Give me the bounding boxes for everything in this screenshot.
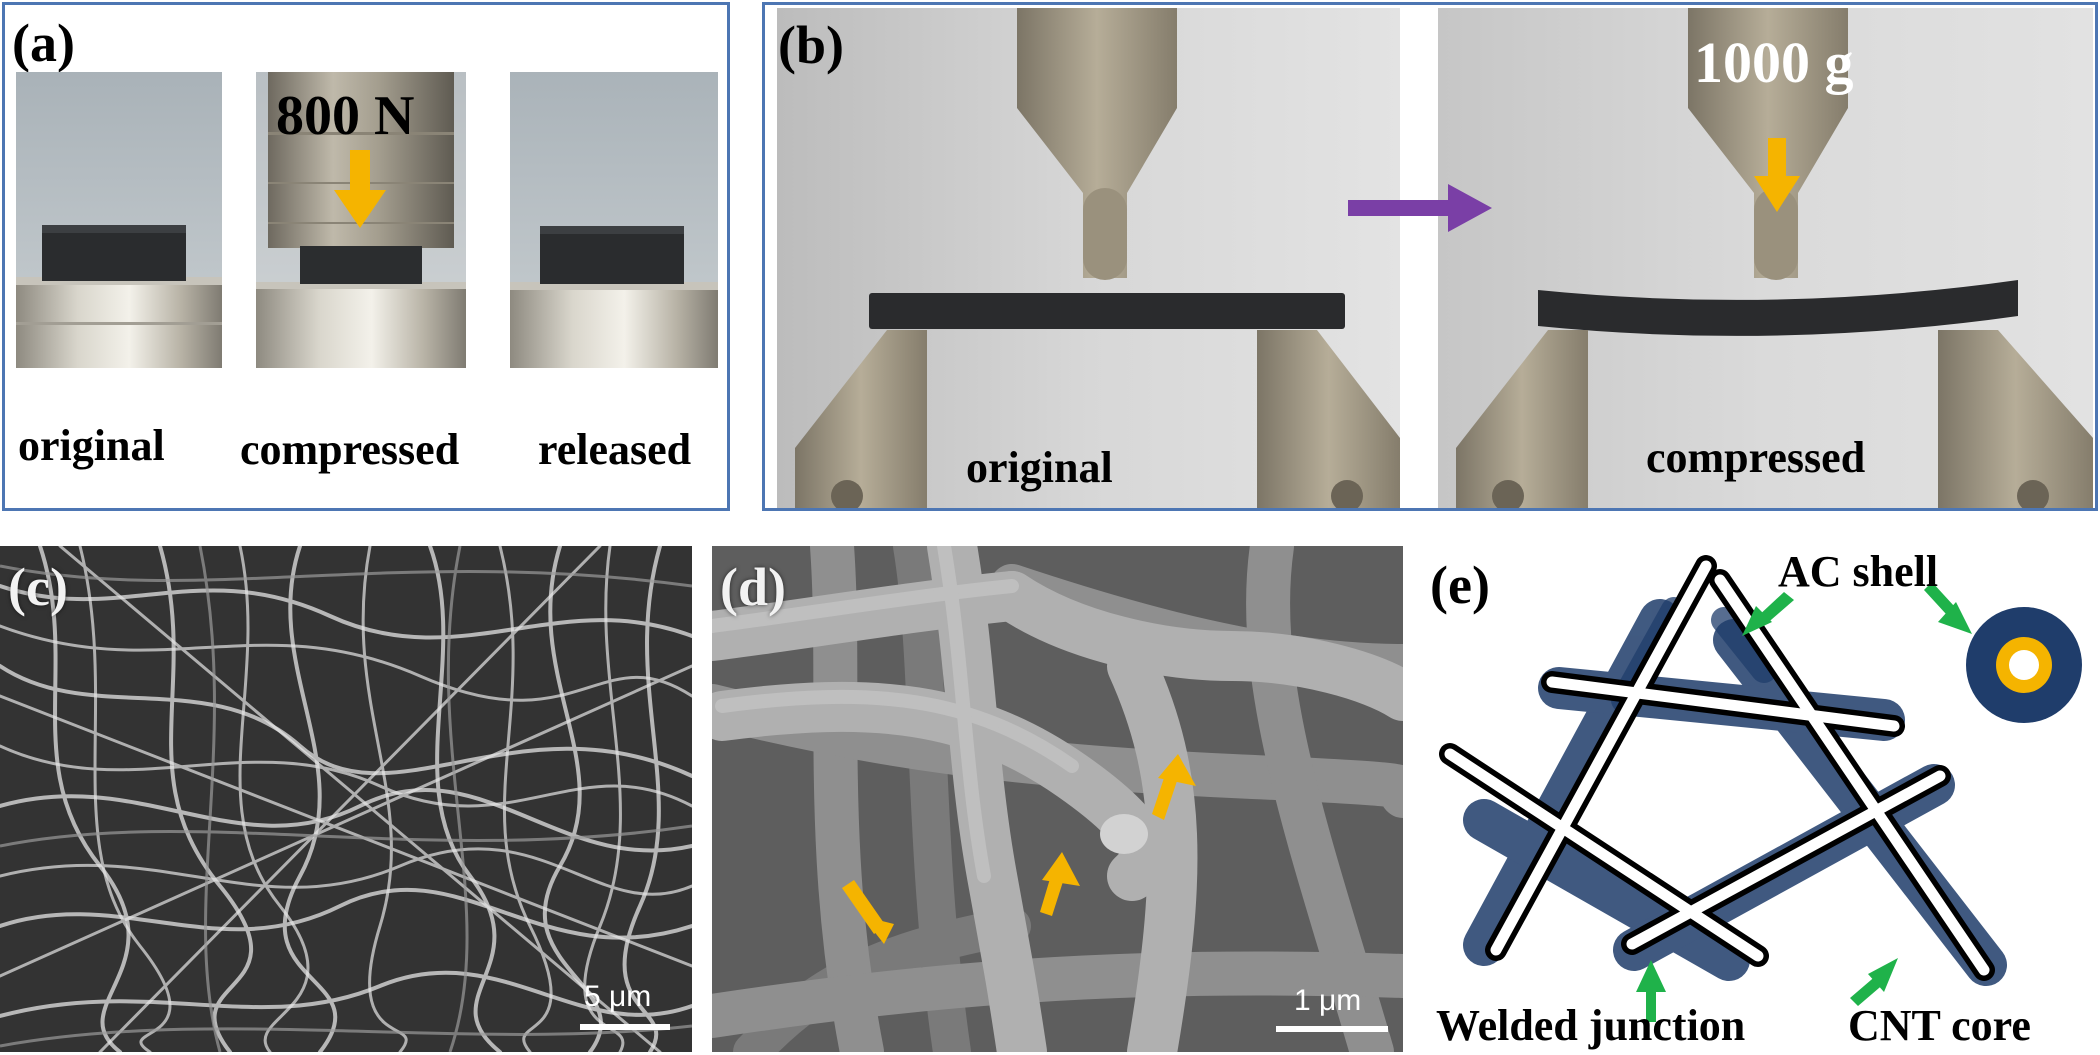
panel-a-photo-compressed — [256, 72, 466, 368]
panel-b-caption-original: original — [966, 443, 1113, 492]
panel-b-load-arrow — [1754, 138, 1800, 212]
panel-a-caption-released: released — [538, 425, 692, 474]
panel-a-photo-released — [510, 72, 718, 368]
panel-e-ac-shell-label: AC shell — [1778, 547, 1939, 596]
panel-a-label: (a) — [12, 13, 75, 73]
panel-e-cnt-core-label: CNT core — [1848, 1001, 2031, 1050]
panel-b-caption-compressed: compressed — [1646, 433, 1866, 482]
panel-a-caption-compressed: compressed — [240, 425, 460, 474]
panel-c-label: (c) — [8, 557, 68, 617]
panel-c-scale-bar — [580, 1024, 670, 1030]
panel-e-label: (e) — [1430, 555, 1490, 615]
cnt-cross-section — [1966, 607, 2082, 723]
panel-b-transition-arrow — [1348, 184, 1492, 232]
panel-d-sem-image — [712, 546, 1403, 1052]
panel-a-caption-original: original — [18, 421, 165, 470]
panel-b-load-label: 1000 g — [1694, 30, 1854, 95]
panel-b-photo-original — [777, 8, 1400, 508]
panel-d-scale-bar — [1276, 1026, 1388, 1032]
panel-d-label: (d) — [720, 557, 786, 617]
panel-a-load-label: 800 N — [276, 85, 415, 147]
panel-e-welded-junction-label: Welded junction — [1436, 1001, 1746, 1050]
panel-a-load-arrow — [334, 150, 386, 228]
panel-c-scale-label: 5 μm — [584, 980, 652, 1013]
panel-c-sem-image — [0, 546, 692, 1052]
panel-b-label: (b) — [778, 15, 844, 75]
panel-e-schematic — [1439, 555, 2082, 1022]
panel-d-scale-label: 1 μm — [1294, 984, 1362, 1017]
panel-a-photo-original — [16, 72, 222, 368]
